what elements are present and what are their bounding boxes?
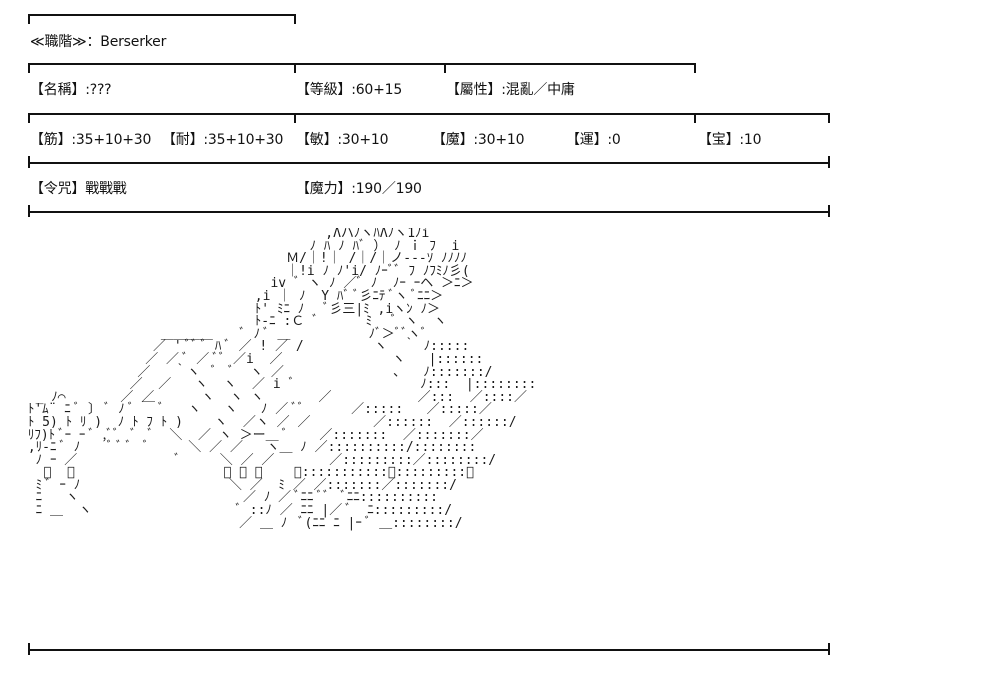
stat-luck: 【運】:0 <box>566 132 621 148</box>
name-row-tick-2 <box>294 63 296 73</box>
ascii-art-illustration: ,ΛハﾉヽﾊΛﾉヽ1ﾉi ﾉ ﾊ ﾉ ﾊﾞ ） ﾉ ｉ ﾌ i Ｍ/｜!｜ /｜… <box>27 228 537 531</box>
class-top-tick-right <box>294 14 296 24</box>
command-spells: 【令咒】戰戰戰 <box>30 181 127 197</box>
class-label: ≪職階≫：Berserker <box>30 34 167 50</box>
command-row-rule <box>28 162 830 164</box>
class-top-rule <box>28 14 296 16</box>
stats-row-tick-3 <box>694 113 696 123</box>
art-top-tick-1 <box>28 205 30 217</box>
stat-agility: 【敏】:30+10 <box>296 132 389 148</box>
magic-power: 【魔力】:190／190 <box>296 181 422 197</box>
name-row-tick-1 <box>28 63 30 73</box>
stat-mana: 【魔】:30+10 <box>432 132 525 148</box>
bottom-rule <box>28 649 830 651</box>
name-row-rule <box>28 63 696 65</box>
name-field: 【名稱】:??? <box>30 82 112 98</box>
stats-row-tick-4 <box>828 113 830 123</box>
stat-noble-phantasm: 【宝】:10 <box>698 132 762 148</box>
stat-endurance: 【耐】:35+10+30 <box>162 132 284 148</box>
bottom-tick-2 <box>828 643 830 655</box>
bottom-tick-1 <box>28 643 30 655</box>
name-row-tick-4 <box>694 63 696 73</box>
stats-row-tick-1 <box>28 113 30 123</box>
stats-row-rule <box>28 113 830 115</box>
art-top-rule <box>28 211 830 213</box>
name-row-tick-3 <box>444 63 446 73</box>
level-field: 【等級】:60+15 <box>296 82 403 98</box>
command-row-tick-2 <box>828 156 830 168</box>
attribute-field: 【屬性】:混亂／中庸 <box>446 82 575 98</box>
command-row-tick-1 <box>28 156 30 168</box>
class-top-tick-left <box>28 14 30 24</box>
stats-row-tick-2 <box>294 113 296 123</box>
stat-strength: 【筋】:35+10+30 <box>30 132 152 148</box>
art-top-tick-2 <box>828 205 830 217</box>
